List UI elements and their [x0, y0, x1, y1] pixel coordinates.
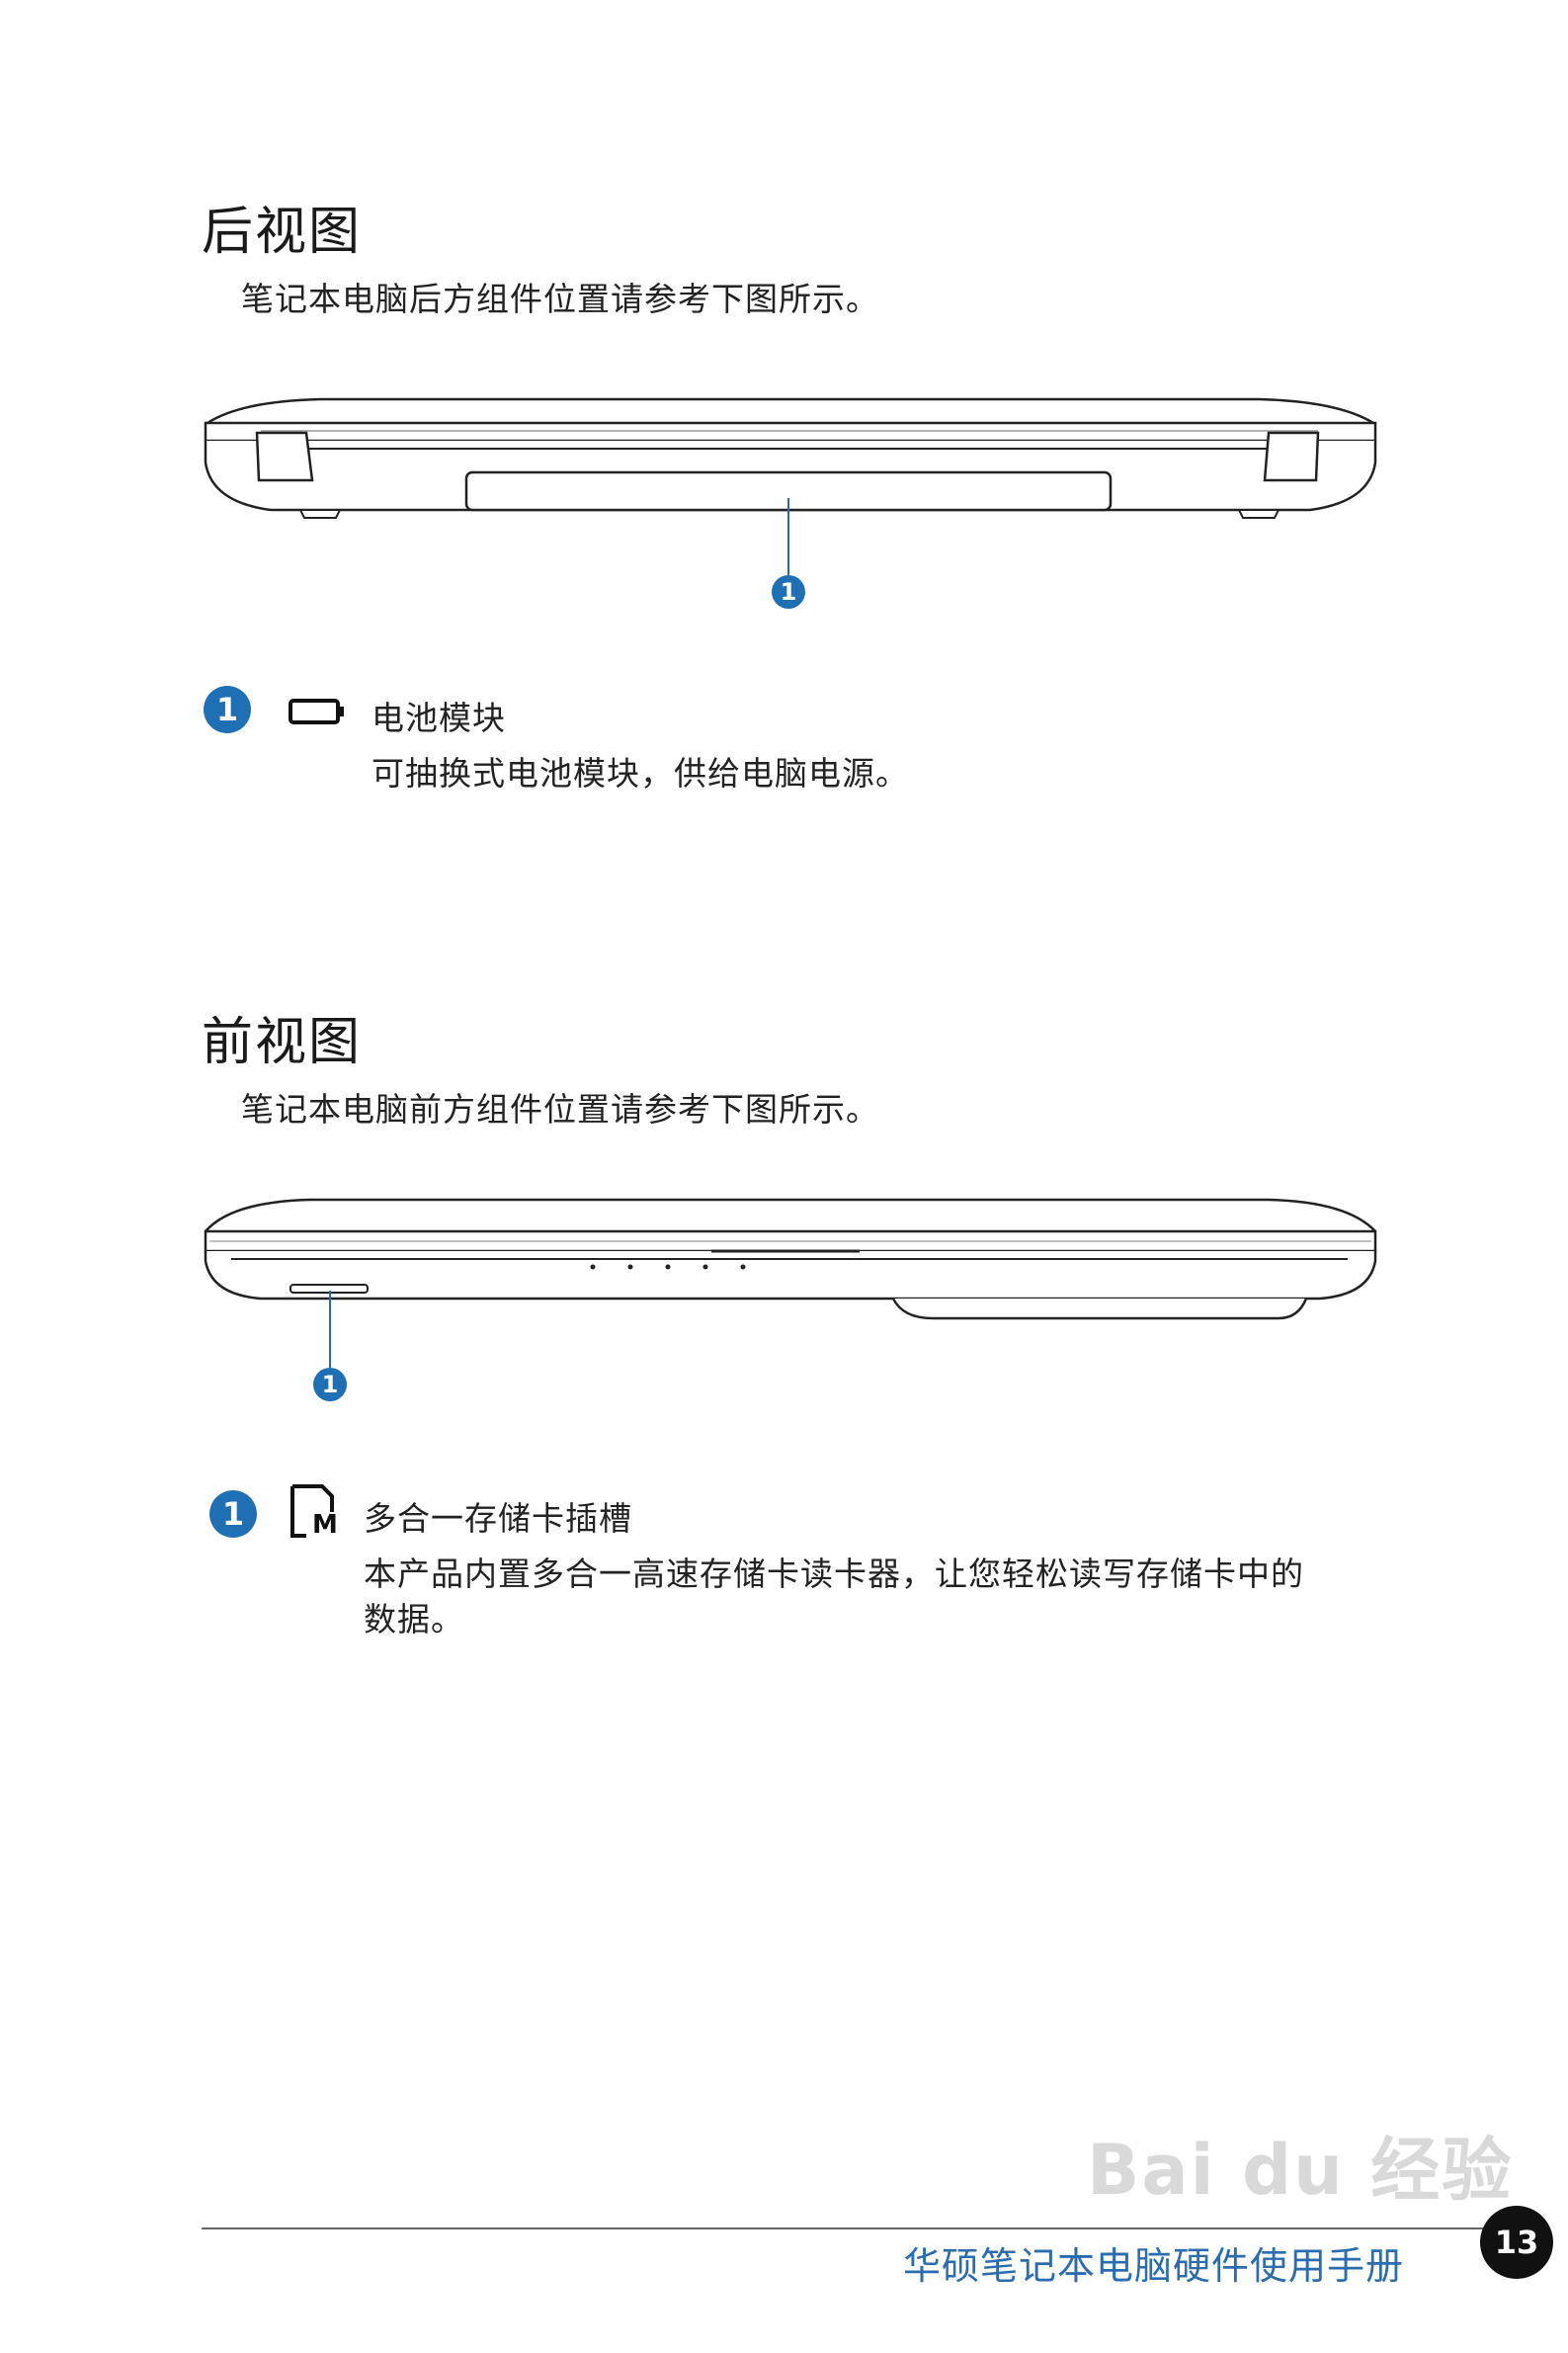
rear-callout-badge: 1: [772, 575, 805, 609]
front-view-illustration: [202, 1196, 1379, 1324]
front-item-desc-line1: 本产品内置多合一高速存储卡读卡器，让您轻松读写存储卡中的: [364, 1555, 1304, 1593]
front-callout-line: [329, 1291, 331, 1368]
rear-view-illustration: [202, 393, 1379, 532]
rear-item-desc: 可抽换式电池模块，供给电脑电源。: [371, 754, 909, 793]
front-item-desc-line2: 数据。: [364, 1600, 464, 1639]
memory-card-icon: M: [289, 1482, 340, 1540]
front-view-heading: 前视图: [202, 1013, 363, 1072]
rear-item-title: 电池模块: [371, 699, 506, 737]
rear-item-number: 1: [204, 686, 251, 733]
rear-view-heading: 后视图: [202, 203, 363, 262]
battery-icon: [289, 698, 346, 725]
front-callout-badge: 1: [313, 1368, 347, 1401]
front-item-number: 1: [209, 1490, 257, 1538]
footer-rule: [202, 2227, 1486, 2229]
rear-callout-line: [787, 498, 789, 575]
baidu-watermark: Bai du 经验: [1087, 2130, 1514, 2211]
memory-card-icon-letter: M: [312, 1510, 338, 1540]
rear-view-intro: 笔记本电脑后方组件位置请参考下图所示。: [241, 280, 879, 318]
front-view-intro: 笔记本电脑前方组件位置请参考下图所示。: [241, 1090, 879, 1129]
footer-title: 华硕笔记本电脑硬件使用手册: [903, 2244, 1405, 2288]
page-number: 13: [1480, 2206, 1553, 2279]
front-item-title: 多合一存储卡插槽: [364, 1499, 632, 1538]
